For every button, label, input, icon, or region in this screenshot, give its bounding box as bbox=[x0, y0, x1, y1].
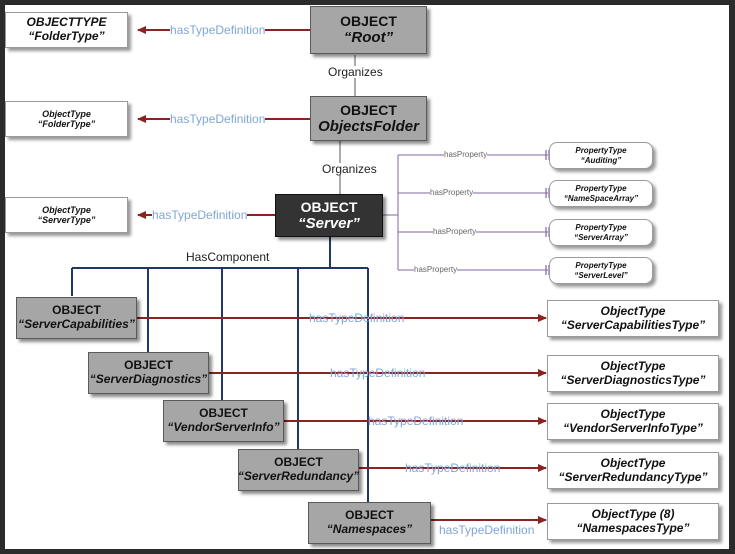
objecttype-foldertype-second: ObjectType “FolderType” bbox=[5, 101, 128, 137]
label-hastypedefinition-diagnostics: hasTypeDefinition bbox=[330, 366, 426, 380]
label-hastypedefinition-objectsfolder: hasTypeDefinition bbox=[170, 112, 266, 126]
node-line2: “ServerType” bbox=[37, 215, 96, 225]
node-line1: OBJECT bbox=[52, 303, 101, 318]
object-root: OBJECT “Root” bbox=[310, 6, 427, 54]
node-line1: OBJECT bbox=[274, 455, 323, 470]
node-line2: “NameSpaceArray” bbox=[563, 193, 639, 203]
object-serverredundancy: OBJECT “ServerRedundancy” bbox=[238, 449, 359, 491]
node-line1: OBJECT bbox=[340, 13, 397, 30]
object-serverdiagnostics: OBJECT “ServerDiagnostics” bbox=[88, 352, 209, 394]
label-hasproperty-namespacearray: hasProperty bbox=[430, 188, 474, 197]
objecttype-servercapabilitiestype: ObjectType “ServerCapabilitiesType” bbox=[547, 300, 719, 337]
label-hasproperty-auditing: hasProperty bbox=[444, 150, 488, 159]
label-hastypedefinition-root: hasTypeDefinition bbox=[170, 23, 266, 37]
node-line1: OBJECT bbox=[345, 508, 394, 523]
node-line1: ObjectType bbox=[600, 455, 666, 470]
node-line1: ObjectType bbox=[600, 358, 666, 373]
object-namespaces: OBJECT “Namespaces” bbox=[308, 502, 431, 544]
node-line2: “ServerCapabilitiesType” bbox=[560, 317, 706, 332]
node-line1: PropertyType bbox=[575, 146, 627, 156]
node-line2: “ServerCapabilities” bbox=[18, 317, 135, 331]
node-line2: “Root” bbox=[343, 29, 394, 47]
objecttype-serverdiagnosticstype: ObjectType “ServerDiagnosticsType” bbox=[547, 355, 719, 392]
node-line2: “ServerDiagnostics” bbox=[89, 372, 208, 386]
node-line2: “Server” bbox=[298, 214, 360, 232]
objecttype-vendorserverinfotype: ObjectType “VendorServerInfoType” bbox=[547, 403, 719, 440]
node-line2: “ServerRedundancyType” bbox=[558, 469, 708, 484]
propertytype-serverlevel: PropertyType “ServerLevel” bbox=[549, 257, 653, 284]
objecttype-foldertype-top: OBJECTTYPE “FolderType” bbox=[5, 12, 128, 48]
node-line1: ObjectType bbox=[42, 108, 91, 119]
node-line1: ObjectType bbox=[600, 303, 666, 318]
label-hascomponent: HasComponent bbox=[186, 250, 270, 264]
object-objectsfolder: OBJECT ObjectsFolder bbox=[310, 96, 427, 141]
node-line1: OBJECT bbox=[199, 406, 248, 421]
node-line2: “Auditing” bbox=[580, 155, 622, 165]
node-line1: PropertyType bbox=[575, 184, 627, 194]
object-servercapabilities: OBJECT “ServerCapabilities” bbox=[16, 297, 137, 339]
node-line1: OBJECTTYPE bbox=[26, 15, 107, 30]
node-line2: “NamespacesType” bbox=[576, 520, 690, 535]
label-hastypedefinition-redundancy: hasTypeDefinition bbox=[405, 461, 501, 475]
label-hastypedefinition-capabilities: hasTypeDefinition bbox=[309, 311, 405, 325]
node-line1: ObjectType bbox=[42, 204, 91, 215]
node-line2: ObjectsFolder bbox=[318, 117, 419, 135]
label-hasproperty-serverarray: hasProperty bbox=[433, 227, 477, 236]
node-line2: “VendorServerInfo” bbox=[167, 420, 280, 434]
node-line1: OBJECT bbox=[300, 198, 358, 215]
propertytype-auditing: PropertyType “Auditing” bbox=[549, 142, 653, 169]
node-line2: “ServerLevel” bbox=[574, 270, 628, 280]
node-line1: OBJECT bbox=[124, 358, 173, 373]
node-line2: “ServerRedundancy” bbox=[237, 469, 360, 483]
label-organizes-objectsfolder: Organizes bbox=[320, 162, 379, 176]
object-server: OBJECT “Server” bbox=[275, 194, 383, 237]
objecttype-servertype: ObjectType “ServerType” bbox=[5, 197, 128, 233]
node-line2: “FolderType” bbox=[37, 119, 96, 129]
node-line1: ObjectType (8) bbox=[591, 506, 675, 521]
objecttype-namespacestype: ObjectType (8) “NamespacesType” bbox=[547, 503, 719, 540]
node-line1: PropertyType bbox=[575, 261, 627, 271]
node-line2: “VendorServerInfoType” bbox=[563, 420, 703, 435]
node-line1: PropertyType bbox=[575, 223, 627, 233]
label-organizes-root: Organizes bbox=[326, 65, 385, 79]
objecttype-serverredundancytype: ObjectType “ServerRedundancyType” bbox=[547, 452, 719, 489]
node-line2: “ServerArray” bbox=[574, 232, 628, 242]
propertytype-namespacearray: PropertyType “NameSpaceArray” bbox=[549, 180, 653, 207]
label-hasproperty-serverlevel: hasProperty bbox=[414, 265, 458, 274]
propertytype-serverarray: PropertyType “ServerArray” bbox=[549, 219, 653, 246]
node-line2: “ServerDiagnosticsType” bbox=[560, 372, 706, 387]
node-line2: “Namespaces” bbox=[326, 522, 413, 536]
node-line1: ObjectType bbox=[600, 406, 666, 421]
label-hastypedefinition-namespaces: hasTypeDefinition bbox=[439, 523, 535, 537]
node-line1: OBJECT bbox=[340, 101, 397, 118]
label-hastypedefinition-vendorinfo: hasTypeDefinition bbox=[368, 414, 464, 428]
object-vendorserverinfo: OBJECT “VendorServerInfo” bbox=[163, 400, 284, 442]
node-line2: “FolderType” bbox=[28, 29, 105, 43]
label-hastypedefinition-server: hasTypeDefinition bbox=[152, 208, 248, 222]
